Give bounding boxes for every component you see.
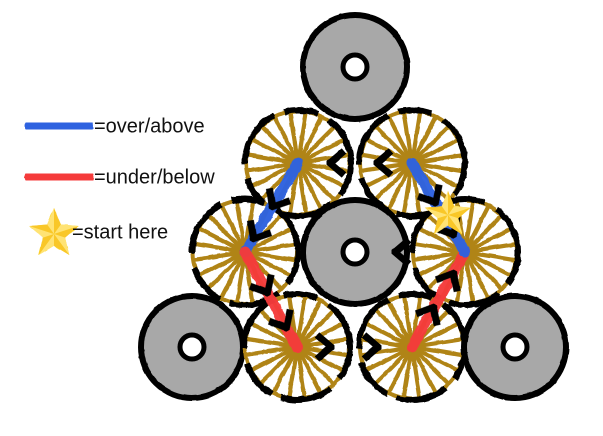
- rim: [189, 196, 301, 308]
- blue-stroke-swatch: [24, 117, 94, 135]
- red-stroke-swatch: [24, 168, 94, 186]
- direction-arrow-icon: [246, 219, 273, 244]
- direction-arrow-icon: [267, 308, 294, 333]
- direction-arrow-icon: [248, 273, 275, 298]
- direction-arrow-icon: [265, 187, 292, 212]
- legend: =over/above =under/below =start here: [24, 115, 215, 255]
- star-icon: [29, 208, 79, 255]
- start-marker-layer: [425, 191, 471, 235]
- direction-arrow-icon: [324, 148, 347, 178]
- direction-arrows-layer: [246, 148, 461, 362]
- direction-arrow-icon: [389, 237, 412, 267]
- direction-arrow-icon: [314, 332, 337, 362]
- hub-hole: [500, 332, 530, 362]
- gray-disc: [461, 293, 569, 401]
- gray-disc: [300, 12, 410, 122]
- gray-disc: [138, 293, 246, 401]
- hub-hole: [177, 332, 207, 362]
- direction-arrow-icon: [371, 148, 394, 178]
- direction-arrow-icon: [414, 302, 441, 327]
- legend-item-under: =under/below: [24, 166, 215, 188]
- legend-label-start: =start here: [72, 221, 168, 243]
- path-segment-under: [406, 246, 471, 353]
- direction-arrow-icon: [434, 268, 461, 293]
- direction-arrow-icon: [361, 332, 384, 362]
- direction-arrow-icon: [416, 183, 443, 208]
- start-star: [425, 191, 471, 235]
- legend-item-over: =over/above: [24, 115, 205, 137]
- hub-hole: [340, 52, 370, 82]
- legend-item-start: =start here: [29, 208, 168, 255]
- legend-label-under: =under/below: [94, 166, 215, 188]
- legend-label-over: =over/above: [94, 115, 205, 137]
